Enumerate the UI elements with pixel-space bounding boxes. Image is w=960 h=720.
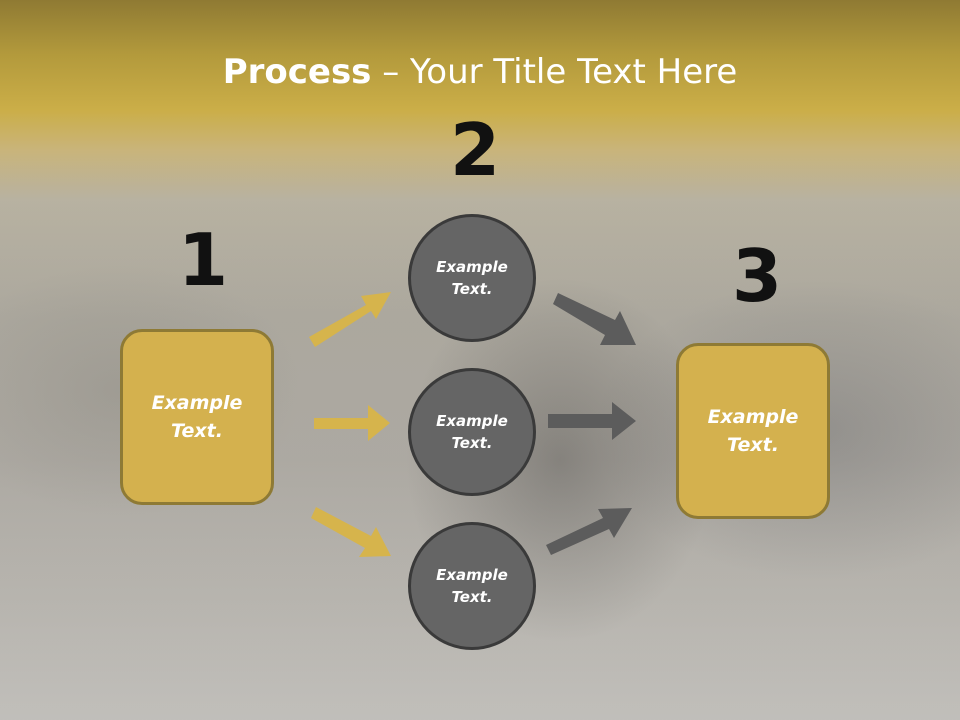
title-bold: Process	[222, 52, 372, 92]
process-circle-middle[interactable]: Example Text.	[408, 368, 536, 496]
gold-arrow-right	[314, 405, 390, 441]
circle-top-label: Example Text.	[436, 257, 508, 299]
title-rest: – Your Title Text Here	[371, 52, 738, 92]
left-process-box[interactable]: Example Text.	[120, 329, 274, 505]
step-number-3: 3	[732, 234, 783, 318]
process-circle-top[interactable]: Example Text.	[408, 214, 536, 342]
gray-arrow-down-right	[553, 293, 636, 345]
gold-arrow-down-right	[311, 507, 391, 557]
process-circle-bottom[interactable]: Example Text.	[408, 522, 536, 650]
step-number-1: 1	[178, 218, 229, 302]
step-number-2: 2	[450, 108, 501, 192]
circle-bottom-label: Example Text.	[436, 565, 508, 607]
gold-arrow-up-right	[309, 292, 391, 347]
gray-arrow-right	[548, 402, 636, 440]
right-box-label: Example Text.	[707, 405, 799, 457]
slide-title[interactable]: Process – Your Title Text Here	[0, 52, 960, 92]
circle-middle-label: Example Text.	[436, 411, 508, 453]
right-process-box[interactable]: Example Text.	[676, 343, 830, 519]
gray-arrow-up-right	[546, 508, 632, 555]
left-box-label: Example Text.	[151, 391, 243, 443]
